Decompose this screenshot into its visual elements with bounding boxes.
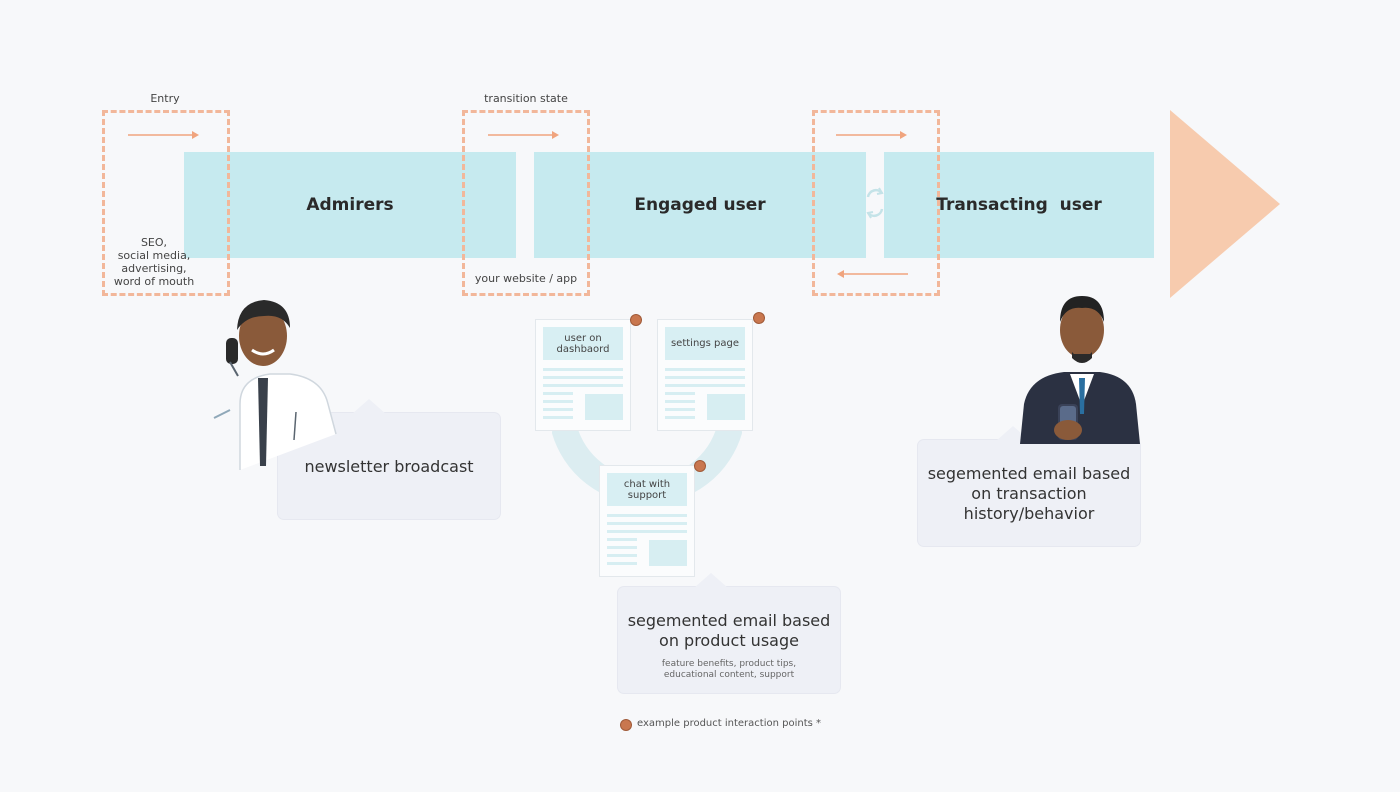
- entry-arrow-icon: [128, 131, 199, 139]
- stage-transacting-user: Transacting user: [884, 152, 1154, 258]
- interaction-point-dot: [695, 461, 705, 471]
- interaction-point-dot: [754, 313, 764, 323]
- interaction-point-dot: [631, 315, 641, 325]
- cycle-arrows-icon: [866, 187, 884, 219]
- image-placeholder-icon: [649, 540, 687, 566]
- callout-product-usage: segemented email based on product usage …: [618, 573, 840, 693]
- businessman-icon: [1020, 296, 1140, 444]
- stage-label: Transacting user: [936, 195, 1102, 215]
- transition-bottom-label: your website / app: [474, 272, 578, 285]
- retention-zone: [812, 110, 940, 296]
- page-title: chat with support: [607, 473, 687, 506]
- transition-label: transition state: [484, 92, 568, 105]
- image-placeholder-icon: [585, 394, 623, 420]
- retention-back-arrow-icon: [837, 270, 908, 278]
- callout-text: segemented email based on transaction hi…: [927, 464, 1131, 523]
- retention-forward-arrow-icon: [836, 131, 907, 139]
- legend-label: example product interaction points *: [637, 718, 822, 729]
- transition-zone: [462, 110, 590, 296]
- callout-subtext: feature benefits, product tips, educatio…: [661, 659, 797, 680]
- page-user-dashboard: user on dashbaord: [536, 320, 630, 430]
- entry-label: Entry: [150, 92, 180, 105]
- page-title: settings page: [665, 327, 745, 360]
- image-placeholder-icon: [707, 394, 745, 420]
- page-title: user on dashbaord: [543, 327, 623, 360]
- person-with-phone-icon: [213, 300, 337, 470]
- transition-arrow-icon: [488, 131, 559, 139]
- funnel-arrow-head-icon: [1170, 110, 1280, 298]
- entry-channels: SEO, social media, advertising, word of …: [113, 236, 195, 288]
- callout-text: newsletter broadcast: [304, 457, 474, 476]
- callout-text: segemented email based on product usage: [627, 611, 831, 650]
- page-chat-support: chat with support: [600, 466, 694, 576]
- stage-admirers: Admirers: [184, 152, 516, 258]
- legend-dot-icon: [621, 720, 631, 730]
- stage-label: Admirers: [306, 195, 394, 215]
- stage-label: Engaged user: [634, 195, 766, 215]
- page-settings: settings page: [658, 320, 752, 430]
- callout-transaction: segemented email based on transaction hi…: [918, 426, 1140, 546]
- entry-zone: [102, 110, 230, 296]
